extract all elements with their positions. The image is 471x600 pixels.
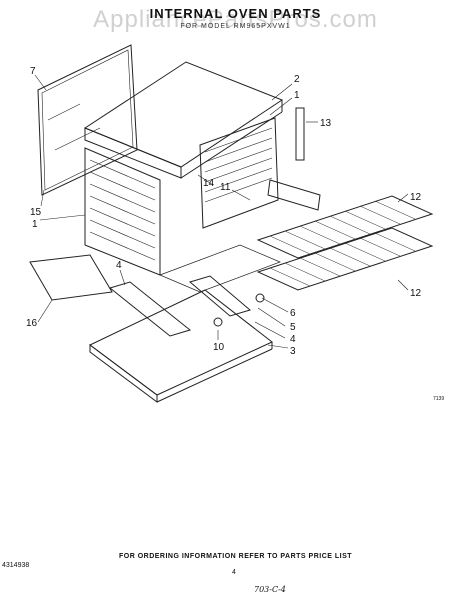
part-left-side-wall <box>84 147 161 276</box>
callout-10: 10 <box>213 342 225 353</box>
part-burner-left <box>108 281 192 337</box>
callout-4-left: 4 <box>116 260 122 271</box>
callout-12-upper: 12 <box>410 192 422 203</box>
callout-4-right: 4 <box>290 334 296 345</box>
callout-3: 3 <box>290 346 296 357</box>
callout-7: 7 <box>30 66 36 77</box>
watermark: AppliancePartsPros.com <box>93 6 378 33</box>
part-burner-right <box>188 275 252 317</box>
ordering-note: FOR ORDERING INFORMATION REFER TO PARTS … <box>118 553 353 560</box>
handwritten-code: 703-C-4 <box>254 585 286 594</box>
part-oven-floor <box>159 244 281 293</box>
callout-6: 6 <box>290 308 296 319</box>
callout-1: 1 <box>294 90 300 101</box>
callout-1-left: 1 <box>32 219 38 230</box>
figure-code: 7139 <box>433 396 445 402</box>
part-hardware <box>255 293 265 303</box>
callout-5: 5 <box>290 322 296 333</box>
callout-12-lower: 12 <box>410 288 422 299</box>
part-oven-rack-lower <box>256 227 434 291</box>
callout-11: 11 <box>220 182 231 193</box>
callout-15: 15 <box>30 207 42 218</box>
part-right-side-wall <box>199 117 279 229</box>
part-front-trim <box>29 254 113 301</box>
part-trim-strip <box>295 107 305 161</box>
part-fastener <box>213 317 223 327</box>
part-bottom-panel <box>89 289 273 403</box>
callout-13: 13 <box>320 118 332 129</box>
part-side-trim <box>267 179 321 211</box>
part-oven-top <box>83 61 284 179</box>
callout-16: 16 <box>26 318 38 329</box>
part-oven-rack-upper <box>256 195 434 259</box>
callout-14: 14 <box>203 178 215 189</box>
callout-2: 2 <box>294 74 300 85</box>
document-number: 4314938 <box>2 562 30 569</box>
page-number: 4 <box>232 569 236 576</box>
page-title: INTERNAL OVEN PARTS <box>149 6 322 21</box>
part-rear-panel <box>37 44 138 196</box>
model-line: FOR MODEL RM965PXVW1 <box>180 23 291 30</box>
